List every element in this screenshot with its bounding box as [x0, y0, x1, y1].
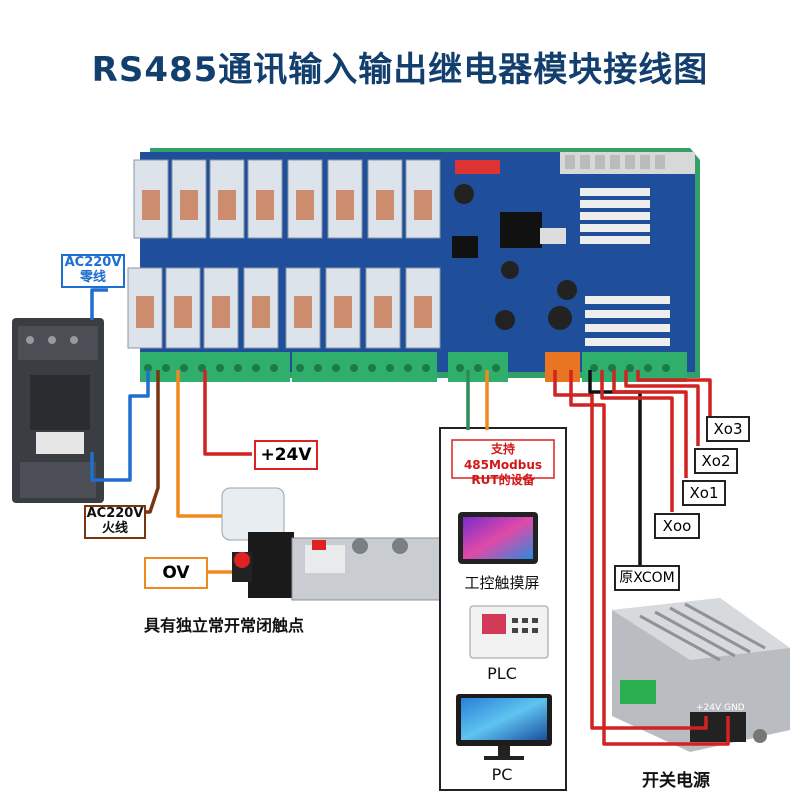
- switching-power-supply-icon: [612, 598, 790, 752]
- contactor-icon: [12, 318, 104, 503]
- label-xoo: Xoo: [654, 513, 700, 539]
- page-title: RS485通讯输入输出继电器模块接线图: [91, 50, 709, 90]
- power-supply-label: 开关电源: [642, 771, 710, 791]
- pc-monitor-icon: [456, 694, 552, 760]
- terminal-strip: [140, 352, 687, 382]
- label-xo3: Xo3: [706, 416, 750, 442]
- device-box-title-frame: [451, 439, 555, 479]
- label-0v: OV: [144, 557, 208, 589]
- relay-module-board: [127, 148, 700, 382]
- psu-terminal-label: +24V GND: [696, 703, 745, 713]
- label-xo2: Xo2: [694, 448, 738, 474]
- relay-row-top: [133, 159, 441, 239]
- solenoid-valve-icon: [221, 487, 443, 601]
- pc-label: PC: [491, 765, 513, 784]
- solenoid-caption: 具有独立常开常闭触点: [144, 616, 305, 635]
- label-xcom: 原XCOM: [614, 565, 680, 591]
- relay-row-bottom: [127, 267, 441, 349]
- wires: [90, 288, 730, 746]
- label-plus24v: +24V: [254, 440, 318, 470]
- touchscreen-label: 工控触摸屏: [464, 574, 540, 592]
- label-ac220-neutral: AC220V 零线: [61, 254, 125, 288]
- plc-icon: [469, 605, 549, 659]
- label-ac220-live: AC220V 火线: [84, 505, 146, 539]
- touchscreen-icon: [458, 512, 538, 564]
- plc-label: PLC: [487, 664, 517, 683]
- device-box-title: 支持485Modbus RUT的设备: [463, 442, 543, 488]
- label-xo1: Xo1: [682, 480, 726, 506]
